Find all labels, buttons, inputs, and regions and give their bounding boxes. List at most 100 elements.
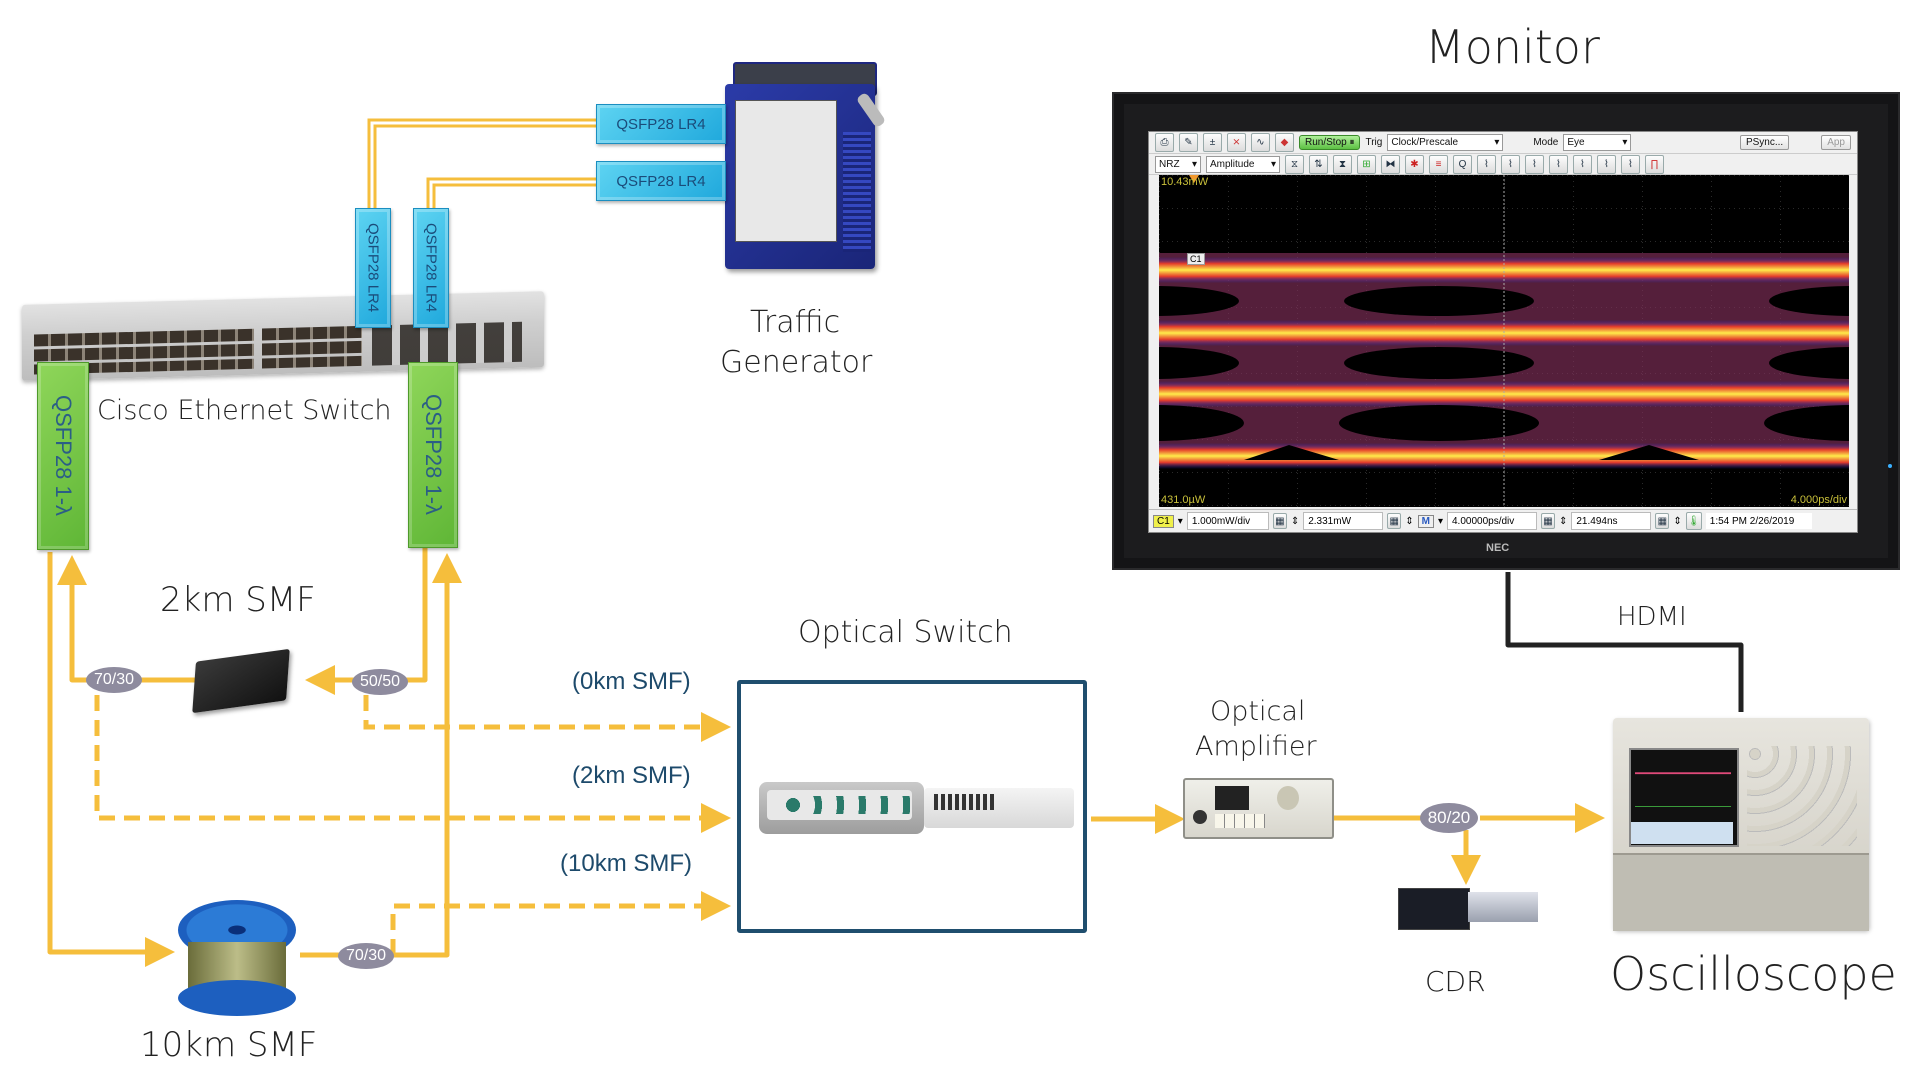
spin-icon[interactable]: ⇕	[1405, 515, 1414, 527]
calculator-icon[interactable]: ▦	[1540, 513, 1555, 529]
optical-switch-label: Optical Switch	[798, 615, 1013, 650]
splitter-70-30-10km: 70/30	[338, 943, 394, 969]
monitor-frame: ⎙ ✎ ± ⨯ ∿ ◆ Run/Stop ⏸ Trig Clock/Presca…	[1112, 92, 1900, 570]
optical-switch-frame	[737, 680, 1087, 933]
horizontal-position-field[interactable]: 21.494ns	[1571, 512, 1652, 530]
print-icon[interactable]: ⎙	[1155, 133, 1174, 152]
plot-top-level: 10.43mW	[1161, 176, 1209, 188]
spin-icon[interactable]: ⇕	[1290, 515, 1300, 527]
plot-bottom-level: 431.0µW	[1161, 494, 1206, 506]
hdmi-cable	[1505, 572, 1744, 712]
chevron-down-icon: ▾	[1191, 158, 1197, 170]
cdr-device	[1398, 888, 1540, 930]
qsfp28-lr4-vertical-1: QSFP28 LR4	[355, 208, 391, 328]
qsfp28-1-lambda-left: QSFP28 1-λ	[37, 362, 89, 550]
fiber-0km-dashed	[363, 695, 731, 742]
eye-width-icon[interactable]: ⊞	[1357, 154, 1376, 174]
run-stop-button[interactable]: Run/Stop ⏸	[1299, 135, 1361, 150]
vertical-offset-field[interactable]: 2.331mW	[1303, 512, 1384, 530]
horizontal-scale-field[interactable]: 4.00000ps/div	[1446, 512, 1537, 530]
qsfp28-lr4-horizontal-1: QSFP28 LR4	[596, 104, 726, 144]
q-factor-icon[interactable]: Q	[1453, 154, 1472, 174]
eye-diagram-plot[interactable]: 10.43mW C1 431.0µW 4.000ps/div	[1159, 175, 1849, 507]
jitter-icon[interactable]: ⧓	[1381, 154, 1400, 174]
channel-button[interactable]: C1	[1153, 514, 1174, 528]
scope-statusbar: C1 ▾ 1.000mW/div ▦ ⇕ 2.331mW ▦ ⇕ M ▾ 4.0…	[1149, 509, 1857, 532]
noise-icon[interactable]: ✱	[1405, 154, 1424, 174]
math-button[interactable]: M	[1417, 514, 1434, 528]
overshoot-icon[interactable]: ⌇	[1525, 154, 1544, 174]
fall-time-icon[interactable]: ⌇	[1501, 154, 1520, 174]
crossing-icon[interactable]: ⇅	[1309, 154, 1328, 174]
eye-diagram-icon[interactable]: ⨯	[1227, 133, 1246, 152]
mode-select[interactable]: Eye▾	[1563, 134, 1632, 151]
measurement-select[interactable]: Amplitude▾	[1206, 155, 1280, 173]
mode-label: Mode	[1533, 137, 1559, 148]
one-level-icon[interactable]: ⌇	[1573, 154, 1592, 174]
chevron-down-icon: ▾	[1494, 137, 1500, 148]
oscilloscope-label: Oscilloscope	[1610, 947, 1897, 1001]
optical-amplifier-label-line2: Amplifier	[1195, 731, 1317, 762]
spin-icon[interactable]: ⇕	[1673, 515, 1682, 527]
pattern-icon[interactable]: ∏	[1645, 154, 1664, 174]
chevron-down-icon[interactable]: ▾	[1437, 515, 1443, 527]
vertical-scale-field[interactable]: 1.000mW/div	[1186, 512, 1269, 530]
oscilloscope-device	[1613, 718, 1869, 931]
fiber-path-0km-label: (0km SMF)	[572, 668, 691, 695]
thermometer-icon[interactable]: 🌡	[1685, 512, 1702, 530]
fiber-path-2km-label: (2km SMF)	[572, 762, 691, 789]
smf-2km-label: 2km SMF	[160, 580, 316, 620]
undershoot-icon[interactable]: ⌇	[1549, 154, 1568, 174]
optical-switch-device	[759, 782, 1077, 837]
eye-diagram-graphic	[1159, 175, 1849, 507]
lr4-fiber-pair-2	[426, 177, 600, 210]
chevron-down-icon[interactable]: ▾	[1177, 515, 1183, 527]
splitter-70-30-2km: 70/30	[86, 667, 142, 693]
eraser-icon[interactable]: ◆	[1275, 133, 1294, 152]
signal-type-select[interactable]: NRZ▾	[1155, 155, 1201, 173]
chevron-down-icon: ▾	[1622, 137, 1628, 148]
fiber-right-qsfp-to-5050	[360, 548, 428, 683]
zero-level-icon[interactable]: ⌇	[1597, 154, 1616, 174]
channel-marker: C1	[1187, 253, 1205, 265]
qsfp28-lr4-horizontal-2: QSFP28 LR4	[596, 161, 726, 201]
fiber-path-10km-label: (10km SMF)	[560, 850, 692, 877]
hdmi-label: HDMI	[1617, 602, 1687, 632]
datetime-display: 1:54 PM 2/26/2019	[1705, 513, 1812, 529]
power-led-icon	[1888, 464, 1892, 468]
qsfp28-lr4-vertical-2: QSFP28 LR4	[413, 208, 449, 328]
cisco-ethernet-switch	[22, 291, 544, 381]
lr4-fiber-pair-1	[367, 118, 600, 210]
amplitude-noise-icon[interactable]: ≡	[1429, 154, 1448, 174]
psync-button[interactable]: PSync...	[1739, 135, 1790, 150]
qsfp28-1-lambda-right: QSFP28 1-λ	[408, 362, 458, 548]
save-icon[interactable]: ✎	[1179, 133, 1198, 152]
math-icon[interactable]: ±	[1203, 133, 1222, 152]
splitter-50-50: 50/50	[352, 669, 408, 695]
plot-timebase: 4.000ps/div	[1790, 494, 1847, 506]
app-button[interactable]: App	[1821, 135, 1851, 150]
eye-height-icon[interactable]: ⧗	[1333, 154, 1352, 174]
fiber-2km-dashed	[94, 695, 731, 833]
rise-time-icon[interactable]: ⌇	[1477, 154, 1496, 174]
traffic-generator-label-line1: Traffic	[750, 305, 841, 340]
waveform-icon[interactable]: ∿	[1251, 133, 1270, 152]
scope-toolbar-measure: NRZ▾ Amplitude▾ ⧖ ⇅ ⧗ ⊞ ⧓ ✱ ≡ Q ⌇ ⌇ ⌇ ⌇ …	[1149, 154, 1857, 175]
trig-select[interactable]: Clock/Prescale▾	[1387, 134, 1504, 151]
calculator-icon[interactable]: ▦	[1272, 513, 1287, 529]
extinction-ratio-icon[interactable]: ⧖	[1285, 154, 1304, 174]
monitor-brand-logo: NEC	[1486, 542, 1510, 554]
traffic-generator-device	[725, 62, 895, 282]
calculator-icon[interactable]: ▦	[1387, 513, 1402, 529]
spin-icon[interactable]: ⇕	[1558, 515, 1568, 527]
trig-label: Trig	[1365, 137, 1383, 148]
optical-amplifier-label-line1: Optical	[1210, 696, 1306, 727]
traffic-generator-label-line2: Generator	[720, 345, 873, 380]
monitor-label: Monitor	[1425, 20, 1600, 74]
duty-cycle-icon[interactable]: ⌇	[1621, 154, 1640, 174]
calculator-icon[interactable]: ▦	[1655, 513, 1670, 529]
scope-toolbar-main: ⎙ ✎ ± ⨯ ∿ ◆ Run/Stop ⏸ Trig Clock/Presca…	[1149, 132, 1857, 154]
splitter-80-20: 80/20	[1420, 803, 1478, 833]
optical-amplifier-device	[1183, 778, 1334, 839]
